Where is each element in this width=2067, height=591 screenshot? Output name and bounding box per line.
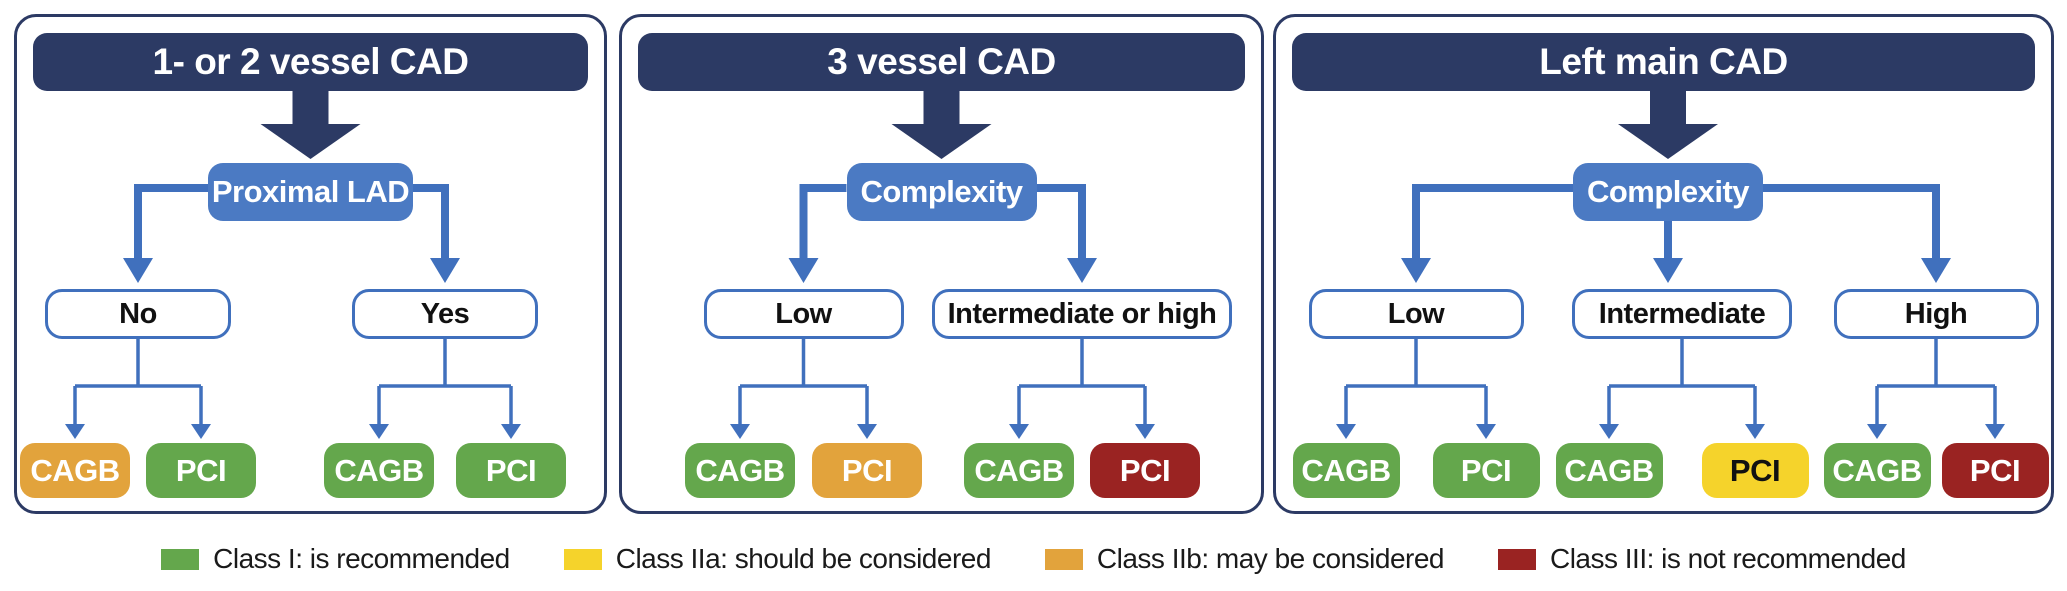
panel-2-connectors <box>730 88 1155 439</box>
legend-label: Class III: is not recommended <box>1549 543 1906 574</box>
panel-title: Left main CAD <box>1292 33 2035 91</box>
branch-label: Low <box>1387 297 1445 330</box>
branch-arrowheads <box>1401 258 1951 283</box>
outcome-label: CAGB <box>974 452 1064 488</box>
outcome-box-pci: PCI <box>1701 443 1809 498</box>
branch-box-low: Low <box>703 289 904 339</box>
legend-swatch-yellow <box>563 548 602 570</box>
panel-title: 3 vessel CAD <box>638 33 1245 91</box>
outcome-label: CAGB <box>334 452 424 488</box>
panel-left-main-cad: Left main CAD Complexity Low Intermediat… <box>1273 14 2054 514</box>
decision-box: Complexity <box>1573 163 1763 221</box>
legend-label: Class I: is recommended <box>213 543 510 574</box>
outcome-label: PCI <box>1729 452 1781 488</box>
branch-box-yes: Yes <box>352 289 538 339</box>
outcome-box-pci: PCI <box>1941 443 2049 498</box>
branch-box-high: High <box>1833 289 2039 339</box>
outcome-box-cagb: CAGB <box>685 443 795 498</box>
outcome-box-cagb: CAGB <box>324 443 434 498</box>
outcome-label: PCI <box>175 452 227 488</box>
branch-label: No <box>119 297 157 330</box>
thin-connectors <box>73 336 513 426</box>
panel-3-connectors <box>1336 88 2005 439</box>
legend-item-class-iia: Class IIa: should be considered <box>563 543 992 575</box>
branch-label: Yes <box>420 297 470 330</box>
big-down-arrow-icon <box>1618 88 1718 159</box>
branch-arrowheads <box>123 258 460 283</box>
outcome-label: PCI <box>841 452 893 488</box>
branch-arrows <box>799 184 1086 260</box>
outcome-label: CAGB <box>695 452 785 488</box>
outcome-label: PCI <box>485 452 537 488</box>
branch-label: High <box>1904 297 1968 330</box>
branch-arrowheads <box>788 258 1097 283</box>
legend-label: Class IIb: may be considered <box>1096 543 1445 574</box>
outcome-box-pci: PCI <box>812 443 922 498</box>
branch-label: Intermediate <box>1598 297 1766 330</box>
decision-label: Complexity <box>1586 174 1750 209</box>
legend-item-class-iib: Class IIb: may be considered <box>1044 543 1445 575</box>
branch-label: Low <box>775 297 832 330</box>
panel-title-text: 1- or 2 vessel CAD <box>152 41 469 82</box>
outcome-box-cagb: CAGB <box>1555 443 1663 498</box>
panel-title: 1- or 2 vessel CAD <box>33 33 588 91</box>
thin-connectors <box>1344 336 1997 426</box>
outcome-label: PCI <box>1969 452 2021 488</box>
legend-item-class-i: Class I: is recommended <box>161 543 510 575</box>
outcome-box-pci: PCI <box>146 443 256 498</box>
outcome-box-cagb: CAGB <box>964 443 1074 498</box>
thin-connectors <box>738 336 1147 426</box>
legend: Class I: is recommended Class IIa: shoul… <box>0 536 2067 582</box>
outcome-label: CAGB <box>1564 452 1654 488</box>
decision-label: Proximal LAD <box>211 174 410 209</box>
legend-swatch-red <box>1497 548 1536 570</box>
outcome-label: CAGB <box>1301 452 1391 488</box>
decision-label: Complexity <box>860 174 1023 209</box>
outcome-label: PCI <box>1119 452 1171 488</box>
outcome-label: CAGB <box>30 452 120 488</box>
legend-swatch-green <box>161 548 200 570</box>
big-down-arrow-icon <box>260 88 361 159</box>
panel-title-text: Left main CAD <box>1539 41 1788 82</box>
outcome-label: PCI <box>1460 452 1512 488</box>
panel-1-connectors <box>65 88 521 439</box>
big-down-arrow-icon <box>891 88 992 159</box>
branch-box-intermediate: Intermediate <box>1572 289 1792 339</box>
thin-arrowheads <box>730 424 1155 439</box>
panel-3-vessel-cad: 3 vessel CAD Complexity Low Intermediate… <box>619 14 1264 514</box>
branch-box-low: Low <box>1308 289 1524 339</box>
thin-arrowheads <box>65 424 521 439</box>
branch-arrows <box>1412 184 1940 260</box>
branch-box-intermediate-or-high: Intermediate or high <box>932 289 1232 339</box>
outcome-box-cagb: CAGB <box>1823 443 1931 498</box>
branch-box-no: No <box>45 289 231 339</box>
branch-arrows <box>134 184 449 260</box>
outcome-box-pci: PCI <box>456 443 566 498</box>
outcome-box-cagb: CAGB <box>20 443 130 498</box>
legend-item-class-iii: Class III: is not recommended <box>1497 543 1906 575</box>
outcome-box-pci: PCI <box>1432 443 1540 498</box>
decision-box: Complexity <box>846 163 1037 221</box>
branch-label: Intermediate or high <box>947 297 1217 330</box>
panel-1-or-2-vessel-cad: 1- or 2 vessel CAD Proximal LAD No Yes C… <box>14 14 607 514</box>
thin-arrowheads <box>1336 424 2005 439</box>
decision-box: Proximal LAD <box>208 163 413 221</box>
panel-title-text: 3 vessel CAD <box>827 41 1056 82</box>
legend-label: Class IIa: should be considered <box>615 543 992 574</box>
outcome-box-pci: PCI <box>1090 443 1200 498</box>
outcome-box-cagb: CAGB <box>1292 443 1400 498</box>
outcome-label: CAGB <box>1832 452 1922 488</box>
legend-swatch-orange <box>1044 548 1083 570</box>
